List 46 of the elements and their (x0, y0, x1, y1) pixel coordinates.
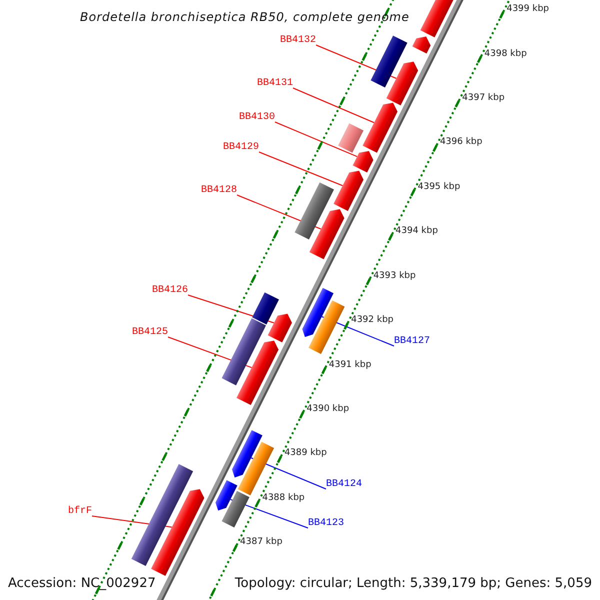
gene-label: BB4125 (132, 328, 168, 338)
scale-label: 4389 kbp (284, 449, 327, 458)
scale-label: 4394 kbp (396, 227, 438, 236)
scale-label: 4396 kbp (440, 138, 482, 148)
gene-bar (215, 480, 238, 511)
gene-label: BB4124 (326, 480, 362, 490)
gene-label: BB4129 (223, 143, 260, 153)
gene-bar (412, 36, 431, 54)
gene-bar (302, 288, 334, 338)
gene-label: BB4128 (201, 186, 238, 196)
gene-bar (309, 209, 344, 260)
scale-label: 4390 kbp (306, 404, 350, 414)
gene-label: bfrF (68, 507, 92, 517)
scale-label: 4399 kbp (506, 5, 550, 14)
gene-bar (151, 489, 204, 576)
gene-bar (370, 36, 408, 88)
gene-label: BB4130 (239, 113, 276, 123)
gene-bar (386, 62, 418, 106)
gene-label: BB4132 (280, 36, 316, 46)
scale-label: 4397 kbp (462, 94, 505, 103)
scale-label: 4398 kbp (484, 50, 527, 59)
scale-label: 4393 kbp (373, 272, 416, 281)
scale-label: 4392 kbp (351, 316, 394, 326)
leader-line (258, 152, 344, 186)
gene-bar (236, 340, 279, 406)
scale-label: 4391 kbp (328, 360, 372, 370)
gene-bar (352, 151, 374, 172)
title: Bordetella bronchiseptica RB50, complete genome (80, 10, 410, 24)
gene-bar (222, 490, 250, 528)
scale-label: 4388 kbp (262, 494, 305, 503)
gene-bar (334, 170, 364, 211)
gene-bar (131, 464, 194, 566)
gene-bar (294, 182, 334, 240)
scale-label: 4387 kbp (240, 538, 282, 548)
gene-label: BB4126 (152, 286, 188, 296)
gene-label: BB4123 (308, 519, 344, 529)
gene-bar (308, 300, 345, 354)
gene-bar (252, 292, 279, 325)
scale-label: 4395 kbp (418, 182, 460, 192)
leader-line (274, 122, 358, 158)
genome-summary: Topology: circular; Length: 5,339,179 bp; Genes: 5,059 (234, 577, 592, 590)
accession-text: Accession: NC_002927 (8, 577, 156, 590)
gene-bar (232, 430, 262, 478)
leader-line (292, 88, 375, 124)
gene-label: BB4131 (257, 79, 294, 89)
gene-label: BB4127 (394, 337, 430, 347)
